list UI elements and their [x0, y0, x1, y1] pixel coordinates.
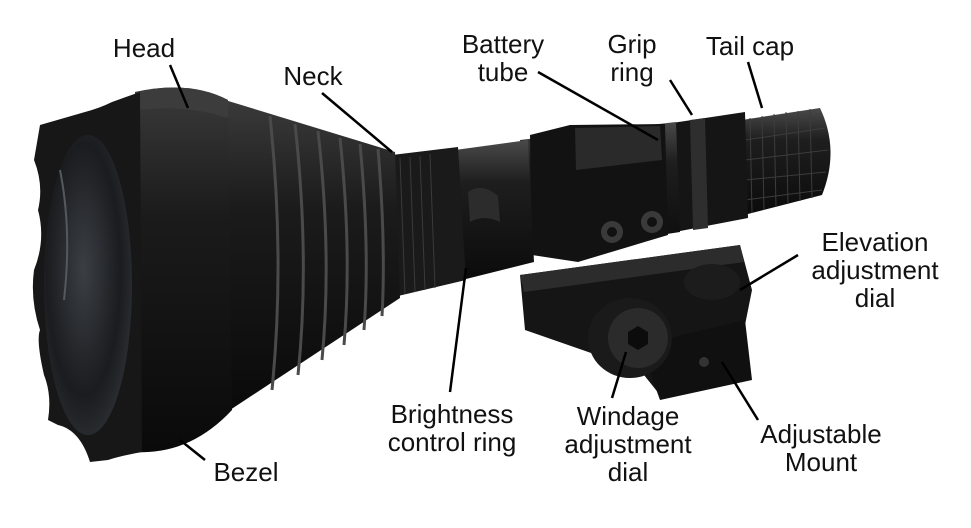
mount-ring-part	[530, 124, 668, 262]
label-battery-tube: Battery tube	[461, 29, 545, 87]
windage-dial-part	[588, 298, 672, 378]
leader-head	[168, 64, 190, 109]
label-brightness-ring: Brightness control ring	[387, 399, 517, 457]
label-grip-ring: Grip ring	[607, 29, 657, 87]
leader-bezel	[179, 439, 206, 461]
leader-brightness-ring	[448, 267, 468, 393]
neck-part	[225, 100, 400, 410]
adjustable-mount-part	[520, 245, 752, 400]
label-bezel: Bezel	[213, 457, 279, 487]
label-neck: Neck	[283, 61, 343, 91]
leader-grip-ring	[668, 79, 694, 116]
label-head: Head	[112, 33, 176, 63]
label-elevation-dial: Elevation adjustment dial	[811, 227, 939, 313]
tail-cap-part	[742, 108, 831, 215]
leader-windage-dial	[610, 351, 628, 399]
leader-adjustable-mount	[720, 361, 760, 421]
label-tail-cap: Tail cap	[705, 31, 795, 61]
leader-tail-cap	[746, 61, 764, 109]
grip-ring-part	[672, 112, 748, 232]
bezel-part	[32, 92, 142, 462]
leader-elevation-dial	[739, 253, 799, 292]
leader-neck	[321, 92, 393, 153]
head-part	[135, 87, 232, 453]
label-windage-dial: Windage adjustment dial	[564, 401, 692, 487]
elevation-dial-part	[684, 264, 740, 300]
label-adjustable-mount: Adjustable Mount	[760, 419, 882, 477]
leader-battery-tube	[537, 70, 659, 142]
neck-ring-part	[392, 147, 466, 296]
leader-lines	[168, 61, 799, 461]
brightness-ring-part	[455, 140, 534, 280]
